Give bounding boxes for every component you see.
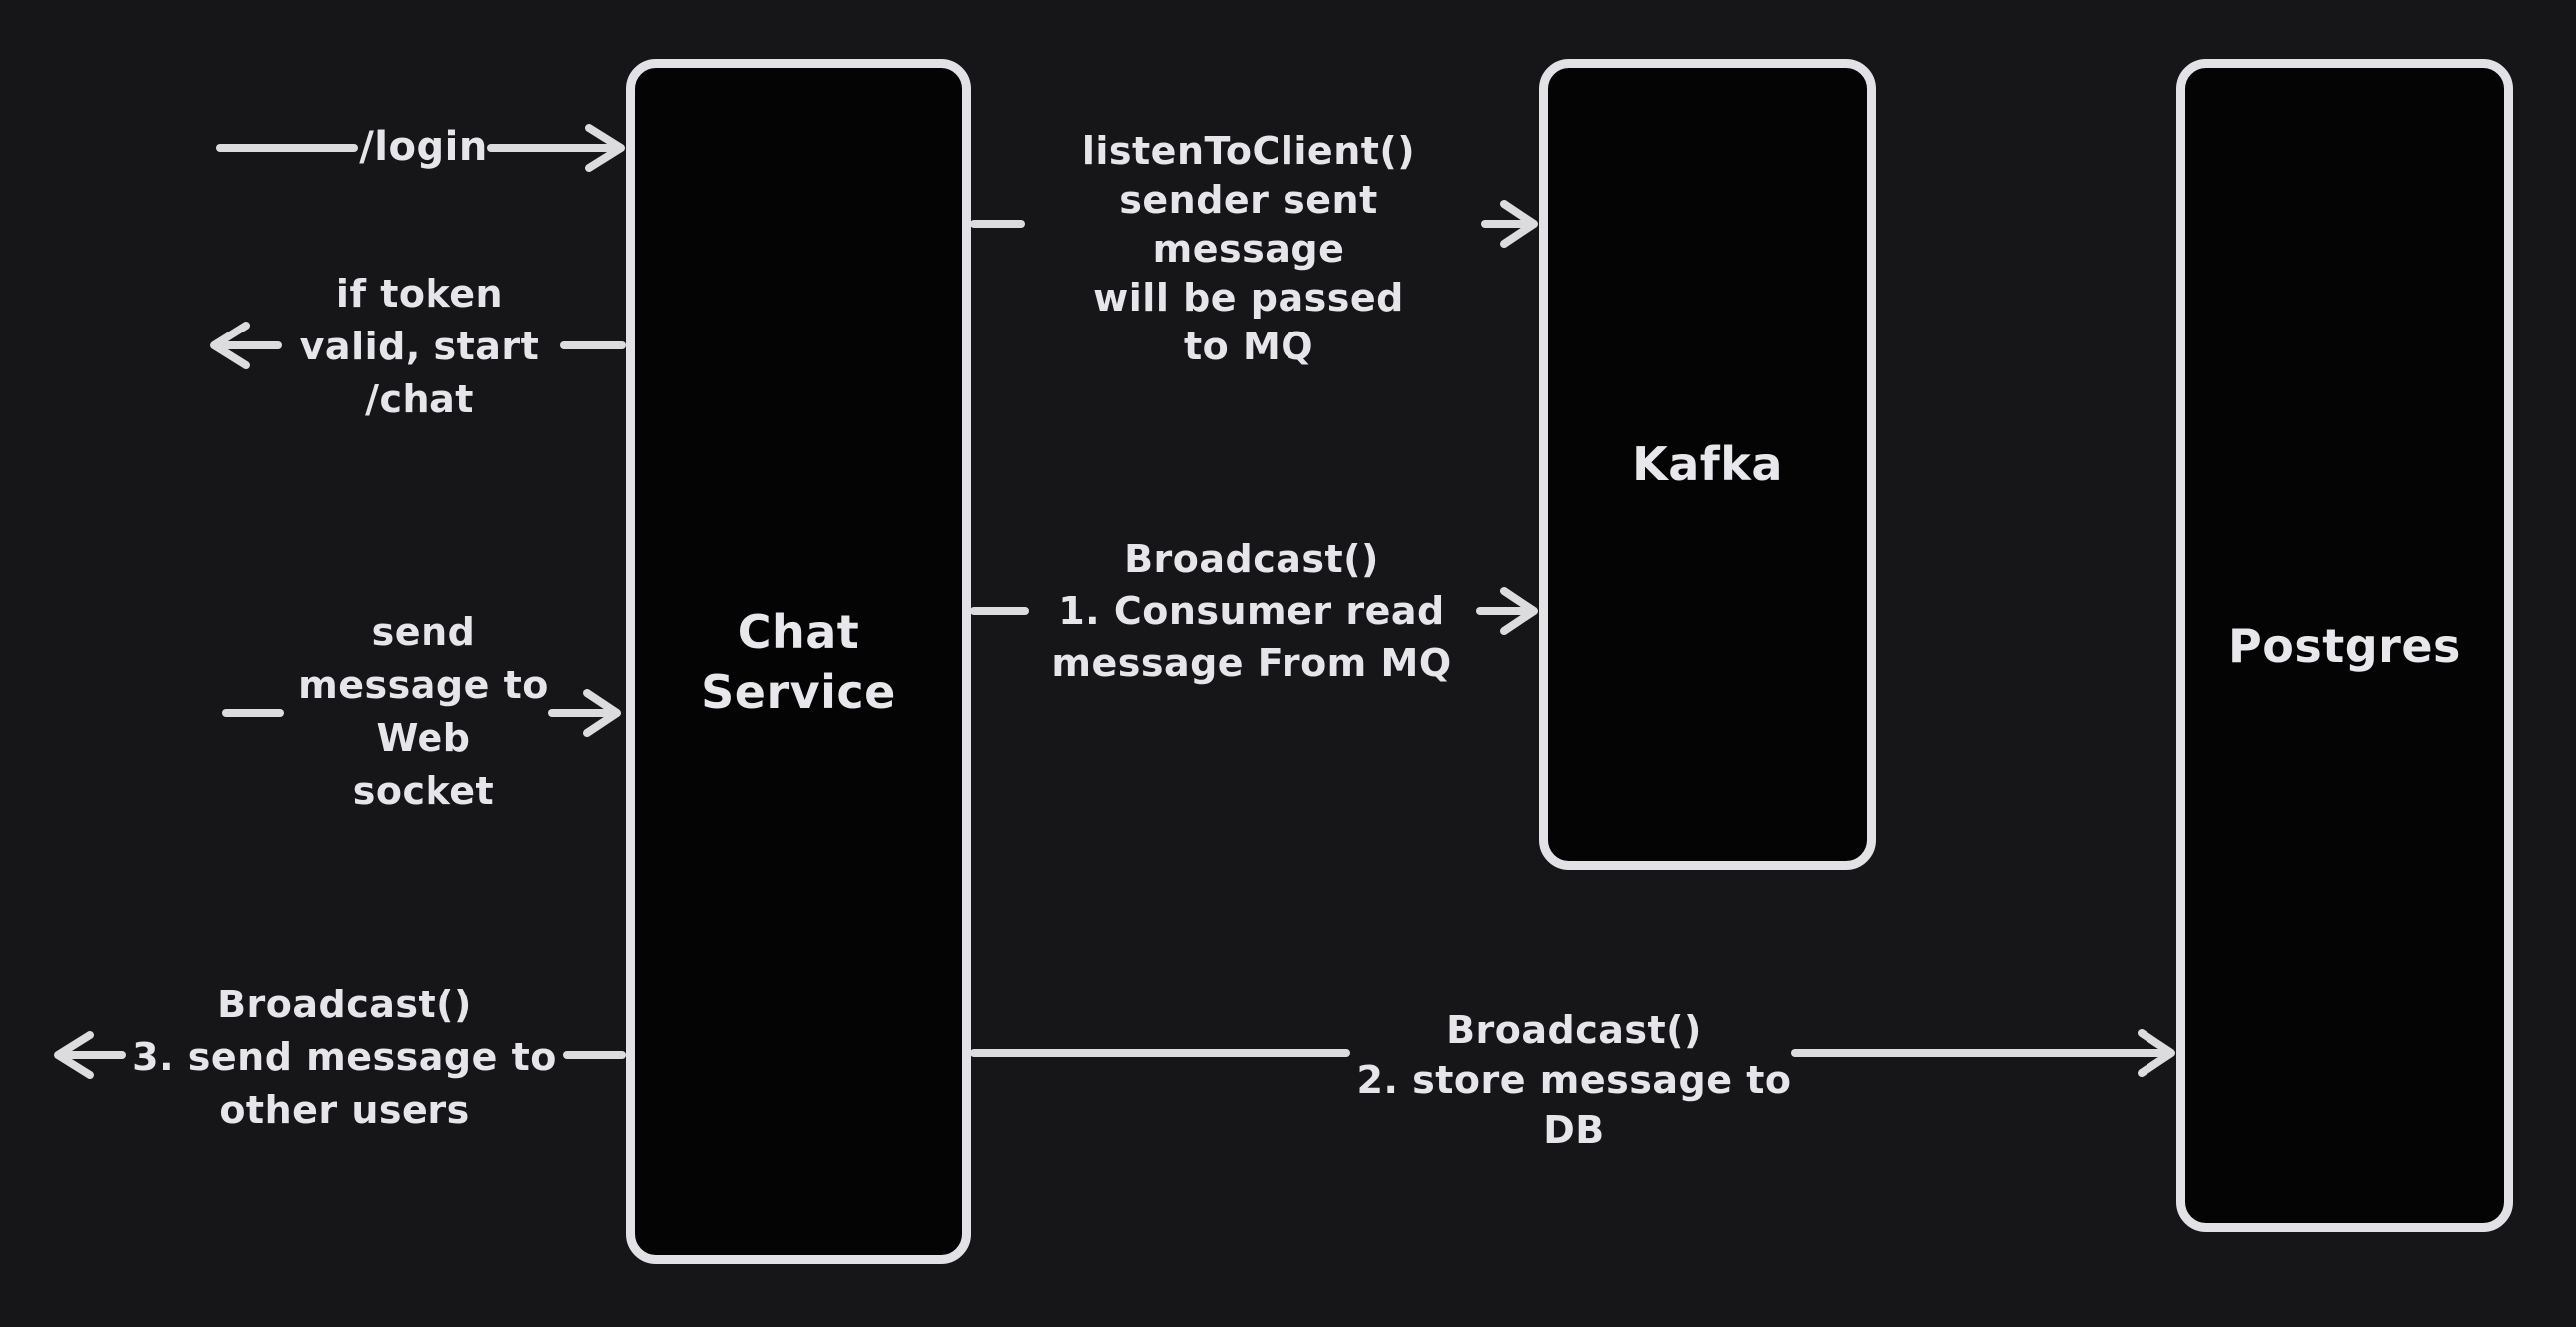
edge-listen-to-client-arrow <box>970 200 1538 248</box>
arrow-right-icon <box>585 124 625 172</box>
node-chat-service: Chat Service <box>626 59 971 1264</box>
node-postgres-label: Postgres <box>2228 618 2461 673</box>
edge-broadcast-store-db-arrow <box>970 1029 2175 1077</box>
edge-login-arrow <box>216 124 625 172</box>
arrow-right-icon <box>583 689 621 737</box>
edge-label-token-valid: if token valid, start /chat <box>299 272 540 421</box>
edge-send-websocket-arrow <box>222 689 621 737</box>
arrow-right-icon <box>1500 587 1538 635</box>
edge-broadcast-consumer-read-arrow <box>970 587 1538 635</box>
edge-label-send-websocket: send message to Web socket <box>298 610 549 813</box>
edge-label-broadcast-store-db: Broadcast() 2. store message to DB <box>1356 1008 1792 1152</box>
arrow-right-icon <box>2138 1029 2175 1077</box>
arrow-left-icon <box>210 322 250 369</box>
arrow-left-icon <box>54 1031 94 1079</box>
edge-broadcast-other-users-arrow <box>54 1031 626 1079</box>
arrow-right-icon <box>1500 200 1538 248</box>
node-postgres: Postgres <box>2176 59 2513 1232</box>
node-chat-service-label: Chat Service <box>701 604 896 719</box>
edge-label-listen-to-client: listenToClient() sender sent message wil… <box>1081 129 1416 368</box>
edge-token-valid-arrow <box>210 322 626 369</box>
edge-label-broadcast-consumer-read: Broadcast() 1. Consumer read message Fro… <box>1051 537 1452 685</box>
node-kafka-label: Kafka <box>1632 437 1783 491</box>
edge-label-broadcast-other-users: Broadcast() 3. send message to other use… <box>132 983 557 1132</box>
edge-label-login: /login <box>359 124 488 170</box>
node-kafka: Kafka <box>1539 59 1876 870</box>
